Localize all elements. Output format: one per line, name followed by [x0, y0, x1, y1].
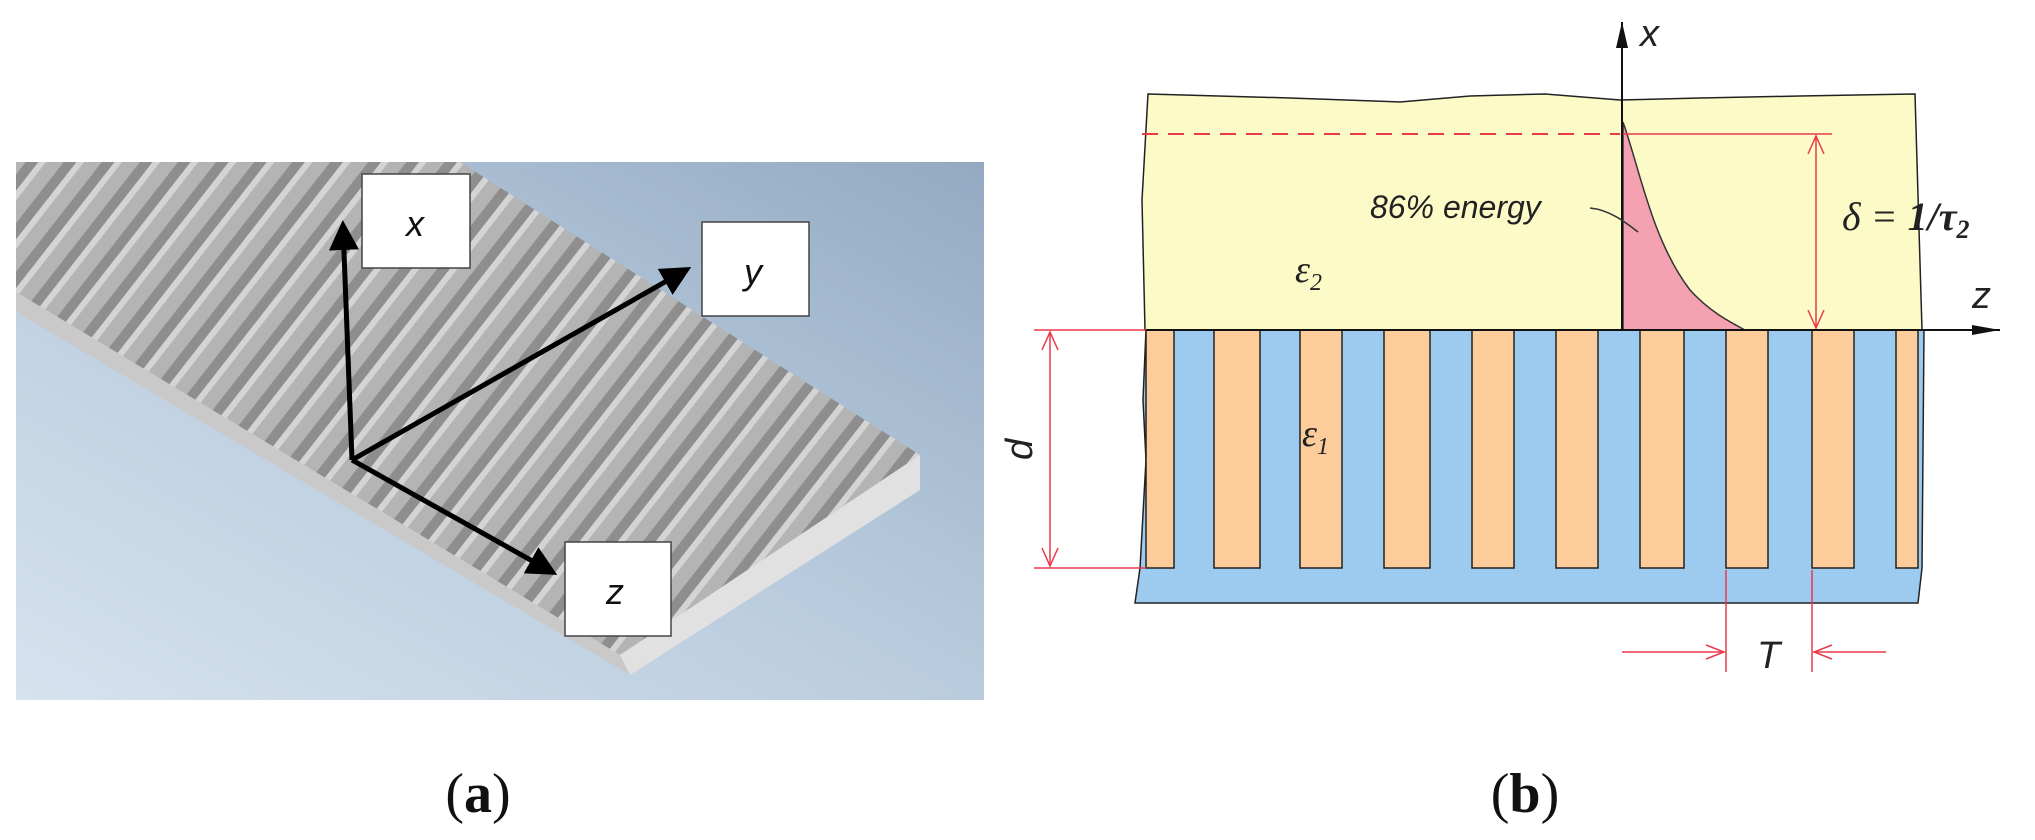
energy-label: 86% energy: [1370, 189, 1543, 225]
axis-label-y: y: [741, 251, 764, 292]
vertical-axis-x-arrow: [1616, 22, 1628, 48]
axis-z-label: z: [1971, 275, 1991, 317]
label-box-z: [564, 541, 672, 637]
ridge: [1145, 329, 1175, 569]
grating-top-surface: [16, 162, 920, 655]
axis-label-z: z: [605, 571, 624, 612]
grating-ridges: [1145, 329, 1919, 569]
ridge: [1471, 329, 1515, 569]
panel-b-diagram: x z 86% energy ε2 ε1 δ =1/τ2 d T: [999, 13, 2000, 677]
grating-base-face: [16, 292, 630, 675]
ridge: [1213, 329, 1261, 569]
ridge: [1895, 329, 1919, 569]
ridge: [1299, 329, 1343, 569]
energy-leader-line: [1589, 207, 1639, 233]
field-decay-profile: [1622, 121, 1746, 331]
ridge: [1811, 329, 1855, 569]
axis-label-x: x: [404, 203, 426, 244]
axis-arrow-y: [350, 267, 692, 463]
axis-x-label: x: [1638, 13, 1661, 55]
ridge: [1725, 329, 1769, 569]
period-label: T: [1757, 635, 1783, 677]
ridge: [1383, 329, 1431, 569]
depth-arrow-top: [1041, 330, 1059, 351]
ridge: [1639, 329, 1685, 569]
delta-arrow-top: [1807, 134, 1825, 155]
panel-a-caption: (a): [445, 763, 510, 825]
epsilon-1-label: ε1: [1302, 413, 1329, 460]
panel-b-caption: (b): [1491, 763, 1559, 825]
panel-a-image: x y z: [16, 162, 984, 700]
delta-formula: δ =1/τ2: [1842, 194, 1969, 244]
delta-arrow-bottom: [1807, 309, 1825, 330]
depth-arrow-bottom: [1041, 547, 1059, 568]
period-arrow-right-head: [1811, 644, 1833, 660]
axis-arrow-z: [350, 457, 558, 575]
ridge: [1555, 329, 1599, 569]
grating-side-face: [620, 455, 920, 675]
axis-arrow-x: [328, 220, 359, 461]
label-box-y: [701, 221, 810, 317]
horizontal-axis-z-arrow: [1972, 325, 2000, 335]
label-box-x: [361, 173, 471, 269]
epsilon-2-label: ε2: [1295, 249, 1322, 296]
period-arrow-left-head: [1705, 644, 1727, 660]
depth-label: d: [999, 437, 1041, 460]
